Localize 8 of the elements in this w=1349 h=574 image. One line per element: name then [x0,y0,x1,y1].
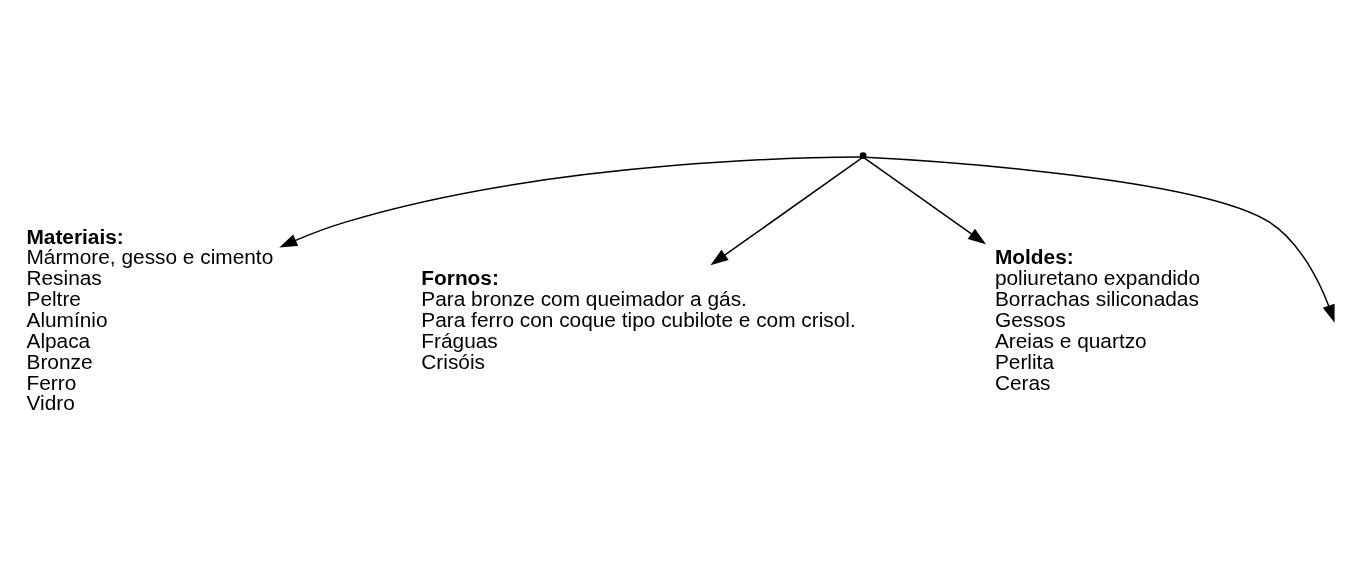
arrow [710,156,863,265]
arrow [863,156,986,244]
node-text: Materiais: Mármore, gesso e cimento Resinas Peltre Alumínio Alpaca Bronze Ferro Vidro [26,224,274,414]
arrow [864,156,1335,323]
node-point [859,151,867,159]
node-text: Fornos: Para bronze com queimador a gás. Para ferro con coque tipo cubilote e com crisol. Fráguas Crisóis [421,265,856,373]
arrow [279,155,862,247]
node-text: Moldes: poliuretano expandido Borrachas siliconadas Gessos Areias e quartzo Perlita Ceras [994,244,1201,394]
